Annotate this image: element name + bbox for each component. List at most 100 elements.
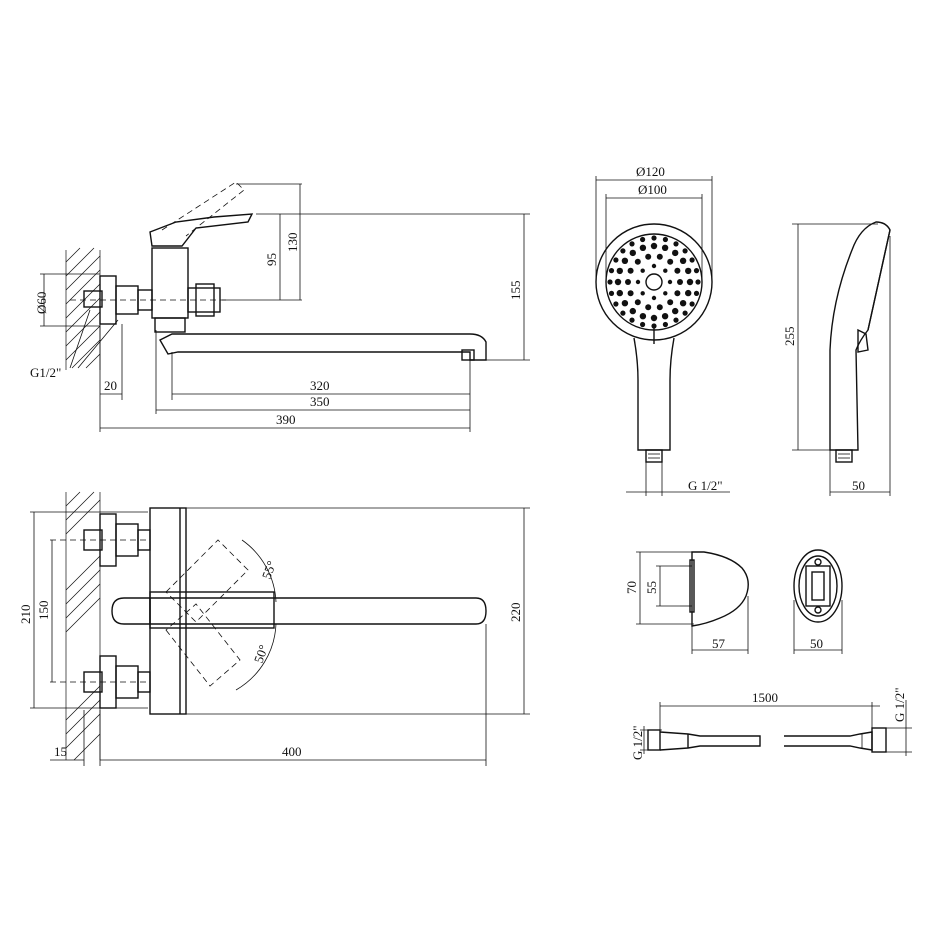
dim-angle-55: 55° — [259, 559, 279, 581]
nozzle-dot — [640, 321, 646, 328]
nozzle-dot — [679, 300, 687, 307]
nozzle-dot — [662, 321, 669, 328]
dim-h-95: 95 — [264, 253, 279, 266]
dim-w-57: 57 — [712, 636, 726, 651]
dim-h-150: 150 — [36, 601, 51, 621]
nozzle-dot — [640, 236, 646, 243]
nozzle-dot — [673, 317, 679, 323]
dim-w-400: 400 — [282, 744, 302, 759]
nozzle-dot — [667, 258, 674, 265]
dim-w-50-shower: 50 — [852, 478, 865, 493]
dim-thread-shower: G 1/2" — [688, 478, 723, 493]
nozzle-dot — [608, 290, 615, 296]
nozzle-dot — [639, 313, 647, 320]
holder-front: 50 — [793, 549, 843, 654]
nozzle-dot — [616, 289, 623, 297]
nozzle-dot — [650, 242, 658, 250]
wall-hatch-bottom — [65, 491, 101, 761]
nozzle-dot — [608, 268, 615, 274]
nozzle-pattern — [607, 235, 701, 329]
dim-dia-100: Ø100 — [638, 182, 667, 197]
nozzle-dot — [629, 307, 636, 315]
nozzle-dot — [667, 279, 673, 285]
nozzle-dot — [651, 235, 657, 241]
dim-thread-hose-left: G 1/2" — [630, 725, 645, 760]
nozzle-dot — [689, 301, 695, 307]
nozzle-dot — [625, 279, 631, 285]
nozzle-dot — [682, 248, 688, 254]
nozzle-dot — [672, 249, 679, 257]
nozzle-dot — [651, 323, 657, 329]
dim-h-55: 55 — [644, 581, 659, 594]
top-view: 55° 50° 210 150 220 15 400 — [18, 491, 530, 766]
dim-angle-50: 50° — [251, 643, 271, 665]
nozzle-dot — [640, 291, 645, 296]
dim-h-255: 255 — [782, 327, 797, 347]
dim-w-50-holder: 50 — [810, 636, 823, 651]
nozzle-dot — [663, 268, 668, 273]
nozzle-dot — [645, 253, 652, 260]
nozzle-dot — [667, 299, 674, 306]
nozzle-dot — [685, 267, 692, 275]
nozzle-dot — [693, 268, 700, 274]
dim-thread-side: G1/2" — [30, 365, 61, 380]
nozzle-dot — [634, 299, 641, 306]
nozzle-dot — [629, 249, 636, 257]
dim-thread-hose-right: G 1/2" — [892, 687, 907, 722]
dim-w-20: 20 — [104, 378, 117, 393]
nozzle-dot — [613, 301, 619, 307]
nozzle-dot — [640, 268, 645, 273]
dim-length-1500: 1500 — [752, 690, 778, 705]
dim-h-70: 70 — [624, 581, 639, 594]
nozzle-dot — [679, 257, 687, 264]
nozzle-dot — [656, 304, 663, 311]
shower-head-front: Ø120 Ø100 G 1/2" — [595, 164, 730, 496]
nozzle-dot — [662, 236, 669, 243]
nozzle-dot — [650, 314, 658, 322]
side-view: Ø60 G1/2" 95 130 155 20 320 350 390 — [30, 181, 530, 432]
dim-h-130: 130 — [285, 233, 300, 253]
nozzle-dot — [629, 317, 635, 323]
dim-dia-60: Ø60 — [34, 292, 49, 314]
dim-w-15: 15 — [54, 744, 67, 759]
nozzle-dot — [674, 290, 681, 297]
nozzle-dot — [651, 263, 657, 269]
nozzle-dot — [651, 295, 657, 301]
nozzle-dot — [634, 258, 641, 265]
nozzle-dot — [613, 257, 619, 263]
nozzle-dot — [627, 290, 634, 297]
nozzle-dot — [695, 279, 701, 285]
dim-h-210: 210 — [18, 605, 33, 625]
nozzle-dot — [677, 279, 683, 285]
dim-h-220: 220 — [508, 603, 523, 623]
nozzle-dot — [656, 253, 663, 260]
holder-side: 70 55 57 — [624, 551, 749, 654]
nozzle-dot — [685, 289, 692, 297]
dim-h-155: 155 — [508, 281, 523, 301]
nozzle-dot — [682, 310, 688, 316]
wall-hatch-top — [65, 247, 101, 370]
dim-w-320: 320 — [310, 378, 330, 393]
nozzle-dot — [672, 307, 679, 315]
nozzle-dot — [661, 313, 669, 320]
dim-dia-120: Ø120 — [636, 164, 665, 179]
nozzle-dot — [614, 278, 622, 286]
nozzle-dot — [661, 244, 669, 251]
nozzle-dot — [620, 310, 626, 316]
nozzle-dot — [639, 244, 647, 251]
nozzle-dot — [686, 278, 694, 286]
nozzle-dot — [620, 248, 626, 254]
dim-w-390: 390 — [276, 412, 296, 427]
nozzle-dot — [629, 241, 635, 247]
nozzle-dot — [689, 257, 695, 263]
nozzle-dot — [621, 300, 629, 307]
nozzle-dot — [673, 241, 679, 247]
nozzle-dot — [635, 279, 641, 285]
nozzle-dot — [616, 267, 623, 275]
nozzle-dot — [607, 279, 613, 285]
nozzle-dot — [663, 291, 668, 296]
nozzle-dot — [693, 290, 700, 296]
nozzle-dot — [645, 304, 652, 311]
shower-head-side: 255 50 — [782, 221, 891, 496]
